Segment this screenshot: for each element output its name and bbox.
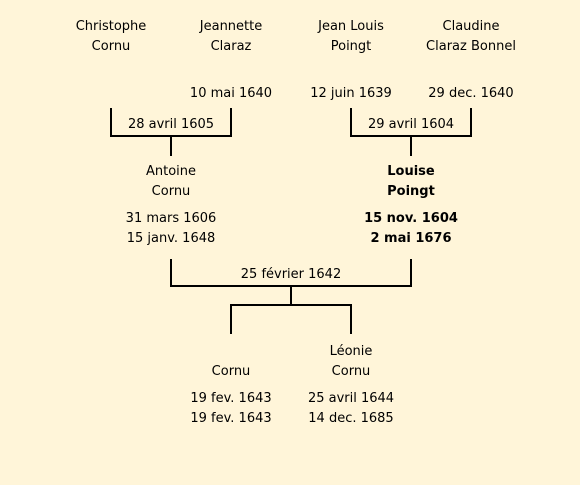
birth-date: [411, 64, 531, 84]
person-antoine-cornu[interactable]: Antoine Cornu 31 mars 1606 15 janv. 1648: [111, 162, 231, 249]
last-name: Poingt: [330, 39, 372, 54]
life-dates: 29 dec. 1640: [411, 64, 531, 104]
last-name: Cornu: [91, 39, 131, 54]
first-name: Jeannette: [199, 19, 263, 34]
first-name: [171, 342, 291, 362]
birth-date: 31 mars 1606: [125, 211, 217, 226]
person-christophe-cornu[interactable]: Christophe Cornu: [51, 17, 171, 57]
death-date: 2 mai 1676: [370, 231, 452, 246]
death-date: 12 juin 1639: [310, 86, 392, 101]
person-leonie-cornu[interactable]: Léonie Cornu 25 avril 1644 14 dec. 1685: [291, 342, 411, 429]
death-date: 15 janv. 1648: [126, 231, 216, 246]
first-name: Louise: [387, 164, 435, 179]
death-date: 29 dec. 1640: [428, 86, 514, 101]
first-name: Jean Louis: [318, 19, 384, 34]
birth-date: 25 avril 1644: [307, 391, 395, 406]
last-name: Cornu: [211, 364, 251, 379]
last-name: Cornu: [151, 184, 191, 199]
life-dates: 19 fev. 1643 19 fev. 1643: [171, 389, 291, 429]
last-name: Claraz: [210, 39, 252, 54]
person-claudine-claraz-bonnel[interactable]: Claudine Claraz Bonnel 29 dec. 1640: [411, 17, 531, 104]
life-dates: 15 nov. 1604 2 mai 1676: [351, 209, 471, 249]
first-name: Antoine: [145, 164, 197, 179]
death-date: 19 fev. 1643: [190, 411, 272, 426]
first-name: Léonie: [329, 344, 373, 359]
life-dates: 31 mars 1606 15 janv. 1648: [111, 209, 231, 249]
birth-date: [171, 64, 291, 84]
life-dates: 25 avril 1644 14 dec. 1685: [291, 389, 411, 429]
birth-date: 15 nov. 1604: [364, 211, 458, 226]
person-louise-poingt[interactable]: Louise Poingt 15 nov. 1604 2 mai 1676: [351, 162, 471, 249]
last-name: Claraz Bonnel: [426, 39, 516, 54]
death-date: 14 dec. 1685: [308, 411, 394, 426]
first-name: Christophe: [75, 19, 147, 34]
life-dates: 12 juin 1639: [291, 64, 411, 104]
birth-date: 19 fev. 1643: [190, 391, 272, 406]
life-dates: 10 mai 1640: [171, 64, 291, 104]
marriage-date-poingt-claraz-bonnel: 29 avril 1604: [367, 117, 455, 132]
birth-date: [291, 64, 411, 84]
person-jeannette-claraz[interactable]: Jeannette Claraz 10 mai 1640: [171, 17, 291, 104]
marriage-date-antoine-louise: 25 février 1642: [240, 267, 342, 282]
death-date: 10 mai 1640: [189, 86, 273, 101]
marriage-date-cornu-claraz: 28 avril 1605: [127, 117, 215, 132]
children-bracket: [230, 304, 352, 334]
first-name: Claudine: [442, 19, 500, 34]
last-name: Poingt: [387, 184, 435, 199]
person-cornu-child[interactable]: Cornu 19 fev. 1643 19 fev. 1643: [171, 342, 291, 429]
last-name: Cornu: [331, 364, 371, 379]
person-jean-louis-poingt[interactable]: Jean Louis Poingt 12 juin 1639: [291, 17, 411, 104]
